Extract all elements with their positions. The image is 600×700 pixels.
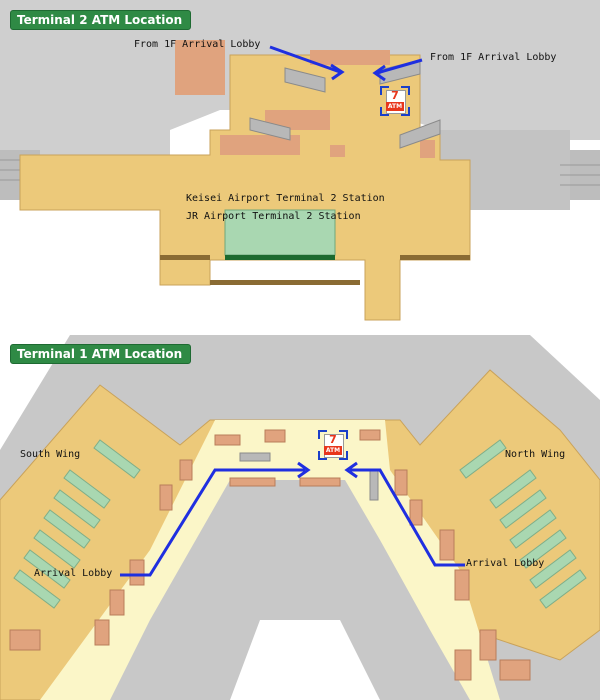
terminal2-shop: [265, 110, 330, 130]
terminal2-wall: [400, 255, 470, 260]
terminal1-courtyard: [230, 620, 380, 700]
atm-text: ATM: [324, 446, 342, 455]
terminal2-wall: [160, 255, 210, 260]
terminal2-shop: [220, 135, 300, 155]
terminal2-shop: [310, 50, 390, 65]
terminal2-wall: [210, 280, 360, 285]
terminal2-route: [269, 45, 423, 82]
terminal2-shop: [175, 40, 225, 95]
atm-bracket: [339, 430, 348, 439]
atm-logo: 7: [329, 433, 337, 446]
atm-text: ATM: [386, 102, 404, 111]
label-south-wing: South Wing: [20, 449, 81, 460]
terminal2-concourse: [19, 54, 471, 321]
terminal2-shop: [420, 140, 435, 158]
terminal1-shops: [9, 429, 531, 681]
terminal2-station-platform: [224, 209, 336, 256]
terminal1-map: Terminal 1 ATM Location South Wing North…: [0, 330, 600, 700]
atm-bracket: [339, 451, 348, 460]
terminal1-floorplan: [0, 335, 600, 700]
terminal1-gates-south: [13, 439, 141, 609]
atm-bracket: [401, 107, 410, 116]
terminal2-shop: [330, 145, 345, 157]
label-from-arrival-lobby-left: From 1F Arrival Lobby: [134, 39, 261, 50]
label-north-wing: North Wing: [505, 449, 566, 460]
atm-bracket: [380, 86, 389, 95]
atm-logo: 7: [391, 89, 399, 102]
terminal1-title: Terminal 1 ATM Location: [10, 344, 192, 364]
label-keisei-station: Keisei Airport Terminal 2 Station: [186, 193, 385, 204]
atm-bracket: [380, 107, 389, 116]
atm-bracket: [318, 430, 327, 439]
label-arrival-lobby-left: Arrival Lobby: [34, 568, 113, 579]
label-jr-station: JR Airport Terminal 2 Station: [186, 211, 361, 222]
terminal2-atm-marker[interactable]: 7 ATM: [380, 86, 410, 116]
terminal2-platform-edge: [225, 255, 335, 260]
label-from-arrival-lobby-right: From 1F Arrival Lobby: [430, 52, 557, 63]
terminal1-atm-marker[interactable]: 7 ATM: [318, 430, 348, 460]
label-arrival-lobby-right: Arrival Lobby: [466, 558, 545, 569]
atm-bracket: [401, 86, 410, 95]
terminal2-title: Terminal 2 ATM Location: [10, 10, 192, 30]
terminal1-gates-north: [459, 439, 587, 609]
terminal1-route: [120, 461, 465, 577]
atm-bracket: [318, 451, 327, 460]
terminal2-floorplan: [0, 0, 600, 321]
terminal2-escalators: [249, 59, 441, 149]
terminal2-map: Terminal 2 ATM Location From 1F Arrival …: [0, 0, 600, 330]
terminal1-core: [110, 480, 470, 700]
